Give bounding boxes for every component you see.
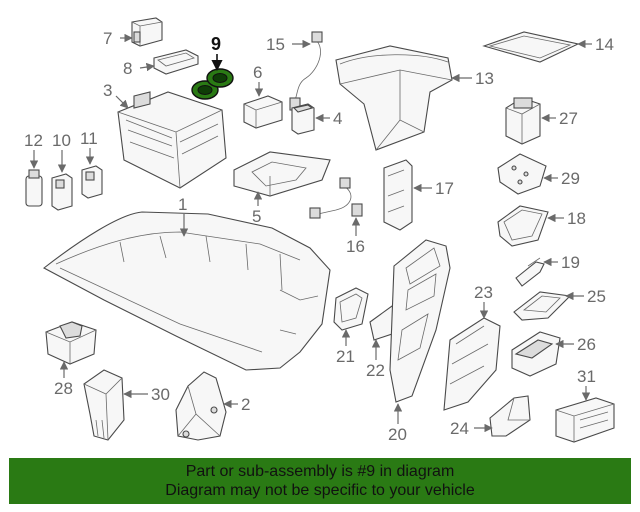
callout-28: 28 — [54, 379, 73, 398]
callout-24: 24 — [450, 419, 469, 438]
part-31[interactable] — [555, 397, 615, 443]
callout-21: 21 — [336, 347, 355, 366]
callout-16: 16 — [346, 237, 365, 256]
callout-2: 2 — [241, 395, 250, 414]
part-1[interactable] — [42, 211, 331, 371]
callout-25: 25 — [587, 287, 606, 306]
part-12[interactable] — [25, 169, 43, 207]
callout-4: 4 — [333, 109, 342, 128]
part-28[interactable] — [45, 321, 97, 365]
callout-22: 22 — [366, 361, 385, 380]
part-5[interactable] — [233, 151, 331, 197]
part-21[interactable] — [333, 287, 369, 331]
callout-31: 31 — [577, 367, 596, 386]
callout-9: 9 — [211, 34, 221, 54]
banner-line-part-number: Part or sub-assembly is #9 in diagram — [185, 463, 455, 480]
part-29[interactable] — [497, 153, 547, 195]
part-11[interactable] — [81, 165, 103, 199]
callout-18: 18 — [567, 209, 586, 228]
callout-30: 30 — [151, 385, 170, 404]
part-25[interactable] — [513, 291, 572, 321]
part-16[interactable] — [309, 177, 363, 219]
callout-14: 14 — [595, 35, 614, 54]
part-18[interactable] — [497, 205, 549, 247]
callout-20: 20 — [388, 425, 407, 444]
part-13[interactable] — [335, 45, 453, 151]
callout-19: 19 — [561, 253, 580, 272]
parts-diagram: 7 8 9 3 6 15 4 13 14 27 29 12 10 11 5 16… — [24, 17, 615, 444]
part-26[interactable] — [511, 331, 561, 377]
part-19[interactable] — [515, 257, 545, 287]
banner-line-disclaimer: Diagram may not be specific to your vehi… — [165, 482, 475, 499]
callout-15: 15 — [266, 35, 285, 54]
part-14[interactable] — [482, 31, 580, 63]
part-2[interactable] — [175, 371, 227, 441]
callout-8: 8 — [123, 59, 132, 78]
callout-13: 13 — [475, 69, 494, 88]
callout-23: 23 — [474, 283, 493, 302]
callout-11: 11 — [80, 129, 98, 148]
callout-10: 10 — [52, 131, 71, 150]
leader-lines — [29, 33, 592, 433]
part-3[interactable] — [117, 91, 227, 189]
part-9-highlighted[interactable] — [191, 68, 234, 100]
callout-labels: 7 8 9 3 6 15 4 13 14 27 29 12 10 11 5 16… — [24, 29, 614, 444]
callout-6: 6 — [253, 63, 262, 82]
part-23[interactable] — [443, 317, 501, 411]
callout-12: 12 — [24, 131, 43, 150]
part-7[interactable] — [131, 17, 163, 47]
callout-7: 7 — [103, 29, 112, 48]
info-banner: Part or sub-assembly is #9 in diagram Di… — [9, 458, 631, 504]
callout-17: 17 — [435, 179, 454, 198]
part-8[interactable] — [153, 49, 199, 75]
part-20[interactable] — [389, 239, 451, 403]
part-6[interactable] — [243, 95, 283, 129]
callout-1: 1 — [178, 195, 187, 214]
part-27[interactable] — [505, 97, 541, 145]
part-17[interactable] — [383, 159, 413, 231]
callout-3: 3 — [103, 81, 112, 100]
callout-27: 27 — [559, 109, 578, 128]
part-10[interactable] — [51, 173, 73, 211]
callout-29: 29 — [561, 169, 580, 188]
callout-26: 26 — [577, 335, 596, 354]
callout-5: 5 — [252, 207, 261, 226]
part-30[interactable] — [83, 369, 125, 441]
part-24[interactable] — [489, 395, 531, 437]
part-4[interactable] — [291, 103, 315, 135]
